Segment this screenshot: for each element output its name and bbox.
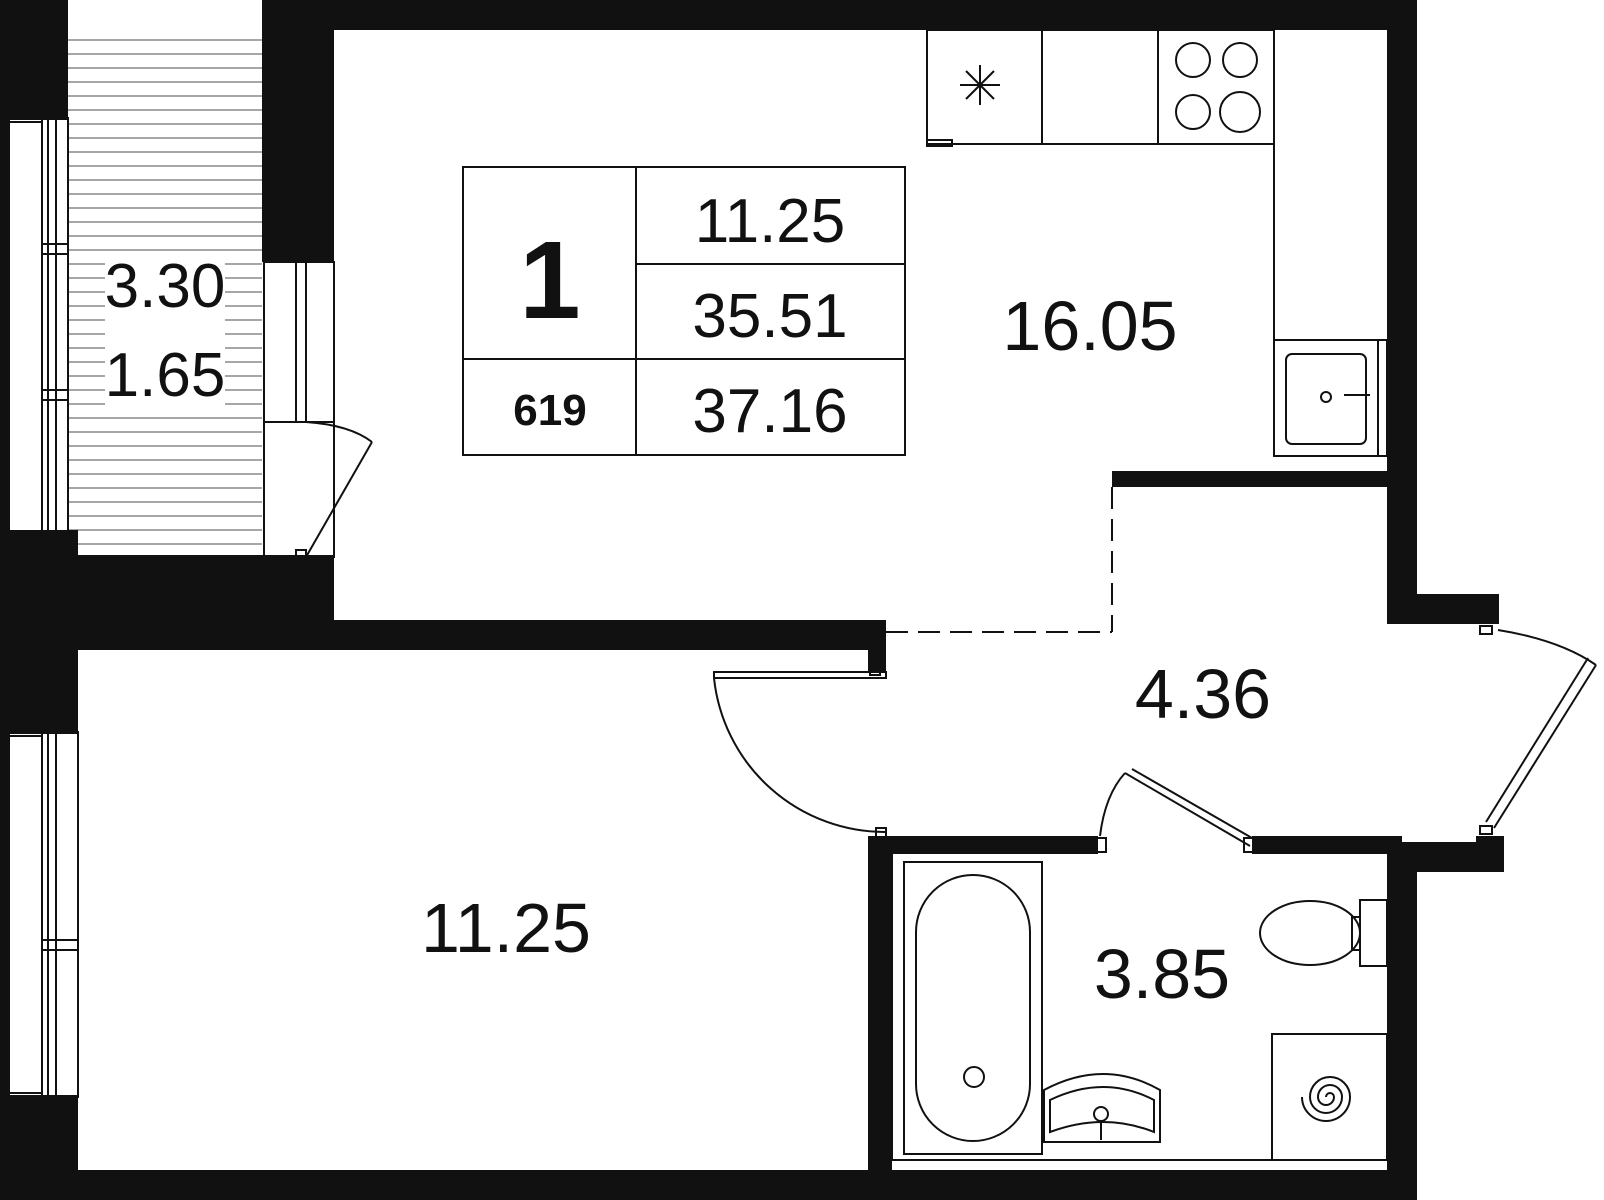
- bathroom-door: [1095, 768, 1255, 853]
- bathtub-icon: [903, 861, 1043, 1155]
- bathroom-area-label: 3.85: [1094, 935, 1230, 1013]
- zone-divider: [886, 487, 1113, 633]
- summary-total-with-balcony: 37.16: [692, 377, 847, 446]
- kitchen-counter: [926, 29, 1388, 457]
- balcony-window: [0, 117, 69, 537]
- rooms-count: 1: [519, 219, 580, 342]
- bedroom-window: [0, 731, 79, 1098]
- summary-living-area: 11.25: [695, 187, 846, 256]
- entry-door: [1479, 625, 1597, 835]
- hallway-area-label: 4.36: [1135, 655, 1271, 733]
- stove-burners-icon: [1175, 42, 1261, 133]
- summary-table: [462, 166, 906, 456]
- walls: [0, 0, 1504, 1200]
- bedroom-area-label: 11.25: [421, 889, 591, 967]
- snowflake-icon: [960, 65, 1000, 105]
- toilet-icon: [1259, 899, 1388, 967]
- summary-total-area: 35.51: [692, 282, 847, 351]
- bedroom-door: [713, 664, 887, 839]
- balcony-door: [263, 261, 373, 561]
- kitchen-sink-icon: [1320, 391, 1370, 403]
- balcony-reduced-area-label: 1.65: [105, 341, 226, 410]
- washbasin-icon: [1043, 1073, 1161, 1143]
- balcony-floor: [68, 39, 262, 573]
- kitchen-living-area-label: 16.05: [1002, 287, 1177, 365]
- balcony-area-label: 3.30: [105, 252, 226, 321]
- apartment-number: 619: [513, 386, 586, 435]
- washing-machine-icon: [1271, 1033, 1388, 1161]
- balcony-label-backdrop: [105, 255, 225, 415]
